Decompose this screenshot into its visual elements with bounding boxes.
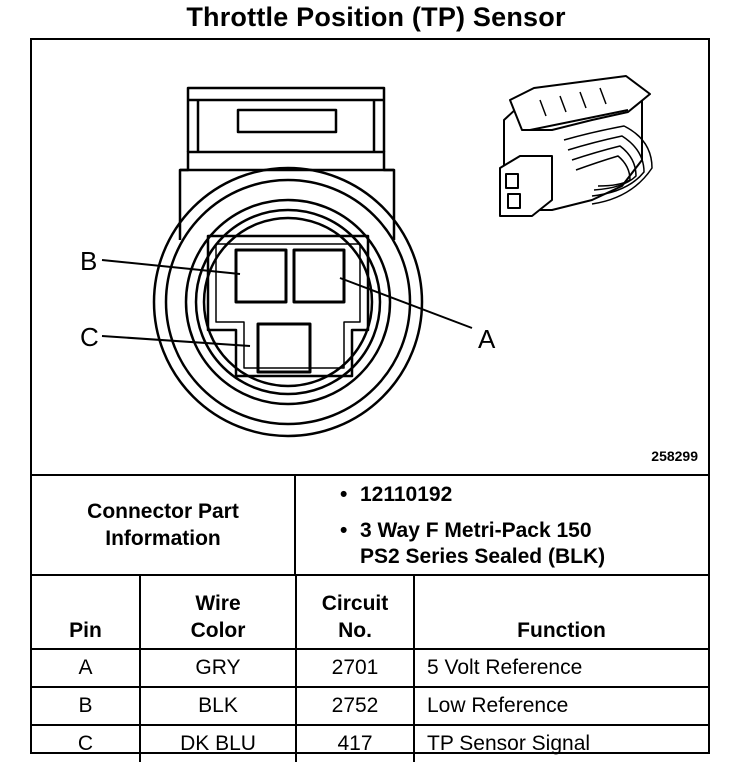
- connector-perspective-view: [499, 75, 653, 217]
- cell-circuit: 2752: [295, 686, 415, 726]
- terminal-c: [256, 322, 312, 374]
- connector-frame: B C A 258299 Connector Part Information …: [30, 38, 710, 762]
- connector-info-row: Connector Part Information • 12110192 • 3 …: [32, 474, 708, 574]
- callout-line-b: [101, 259, 241, 275]
- connector-figure: B C A 258299: [32, 40, 708, 474]
- table-row: A GRY 2701 5 Volt Reference: [32, 648, 708, 688]
- connector-drawing: B C A: [80, 75, 653, 438]
- cell-wire-color: DK BLU: [139, 724, 297, 762]
- connector-label-line1: Connector Part: [87, 500, 239, 523]
- cell-pin: B: [32, 686, 141, 726]
- terminal-b: [234, 248, 288, 304]
- connector-seal-ring-3: [194, 208, 382, 396]
- callout-line-a: [339, 277, 473, 329]
- cell-function: TP Sensor Signal: [413, 724, 708, 762]
- connector-info-label: Connector Part Information: [32, 476, 296, 574]
- cell-function: 5 Volt Reference: [413, 648, 708, 688]
- connector-body: [178, 150, 396, 240]
- header-function: Function: [413, 574, 708, 650]
- connector-seal-ring-2: [184, 198, 392, 406]
- bullet-icon: •: [340, 519, 348, 542]
- cell-function: Low Reference: [413, 686, 708, 726]
- terminal-a: [292, 248, 346, 304]
- callout-label-b: B: [80, 246, 97, 276]
- cell-pin: A: [32, 648, 141, 688]
- callout-label-a: A: [478, 324, 496, 354]
- connector-outer-ring: [152, 166, 424, 438]
- table-row: B BLK 2752 Low Reference: [32, 686, 708, 726]
- connector-latch: [186, 86, 386, 152]
- part-number-item: • 12110192: [340, 483, 452, 507]
- table-row: C DK BLU 417 TP Sensor Signal: [32, 724, 708, 762]
- part-number: 12110192: [360, 483, 453, 506]
- page-title: Throttle Position (TP) Sensor: [186, 2, 566, 32]
- connector-label-line2: Information: [105, 527, 221, 550]
- connector-info-details: • 12110192 • 3 Way F Metri-Pack 150 PS2 Se…: [296, 476, 708, 574]
- cell-circuit: 2701: [295, 648, 415, 688]
- cell-pin: C: [32, 724, 141, 762]
- connector-description-line1: 3 Way F Metri-Pack 150: [360, 519, 592, 542]
- header-pin: Pin: [32, 574, 141, 650]
- connector-seal-ring-4: [202, 216, 374, 388]
- connector-description-line2: PS2 Series Sealed (BLK): [360, 545, 606, 568]
- cell-wire-color: GRY: [139, 648, 297, 688]
- cell-circuit: 417: [295, 724, 415, 762]
- callout-label-c: C: [80, 322, 99, 352]
- connector-description-item: • 3 Way F Metri-Pack 150 PS2 Series Seale…: [340, 518, 605, 570]
- connector-cavity: [206, 234, 370, 378]
- callout-line-c: [101, 335, 251, 347]
- bullet-icon: •: [340, 483, 348, 506]
- cell-wire-color: BLK: [139, 686, 297, 726]
- figure-number: 258299: [651, 448, 698, 464]
- connector-seal-ring-1: [164, 178, 412, 426]
